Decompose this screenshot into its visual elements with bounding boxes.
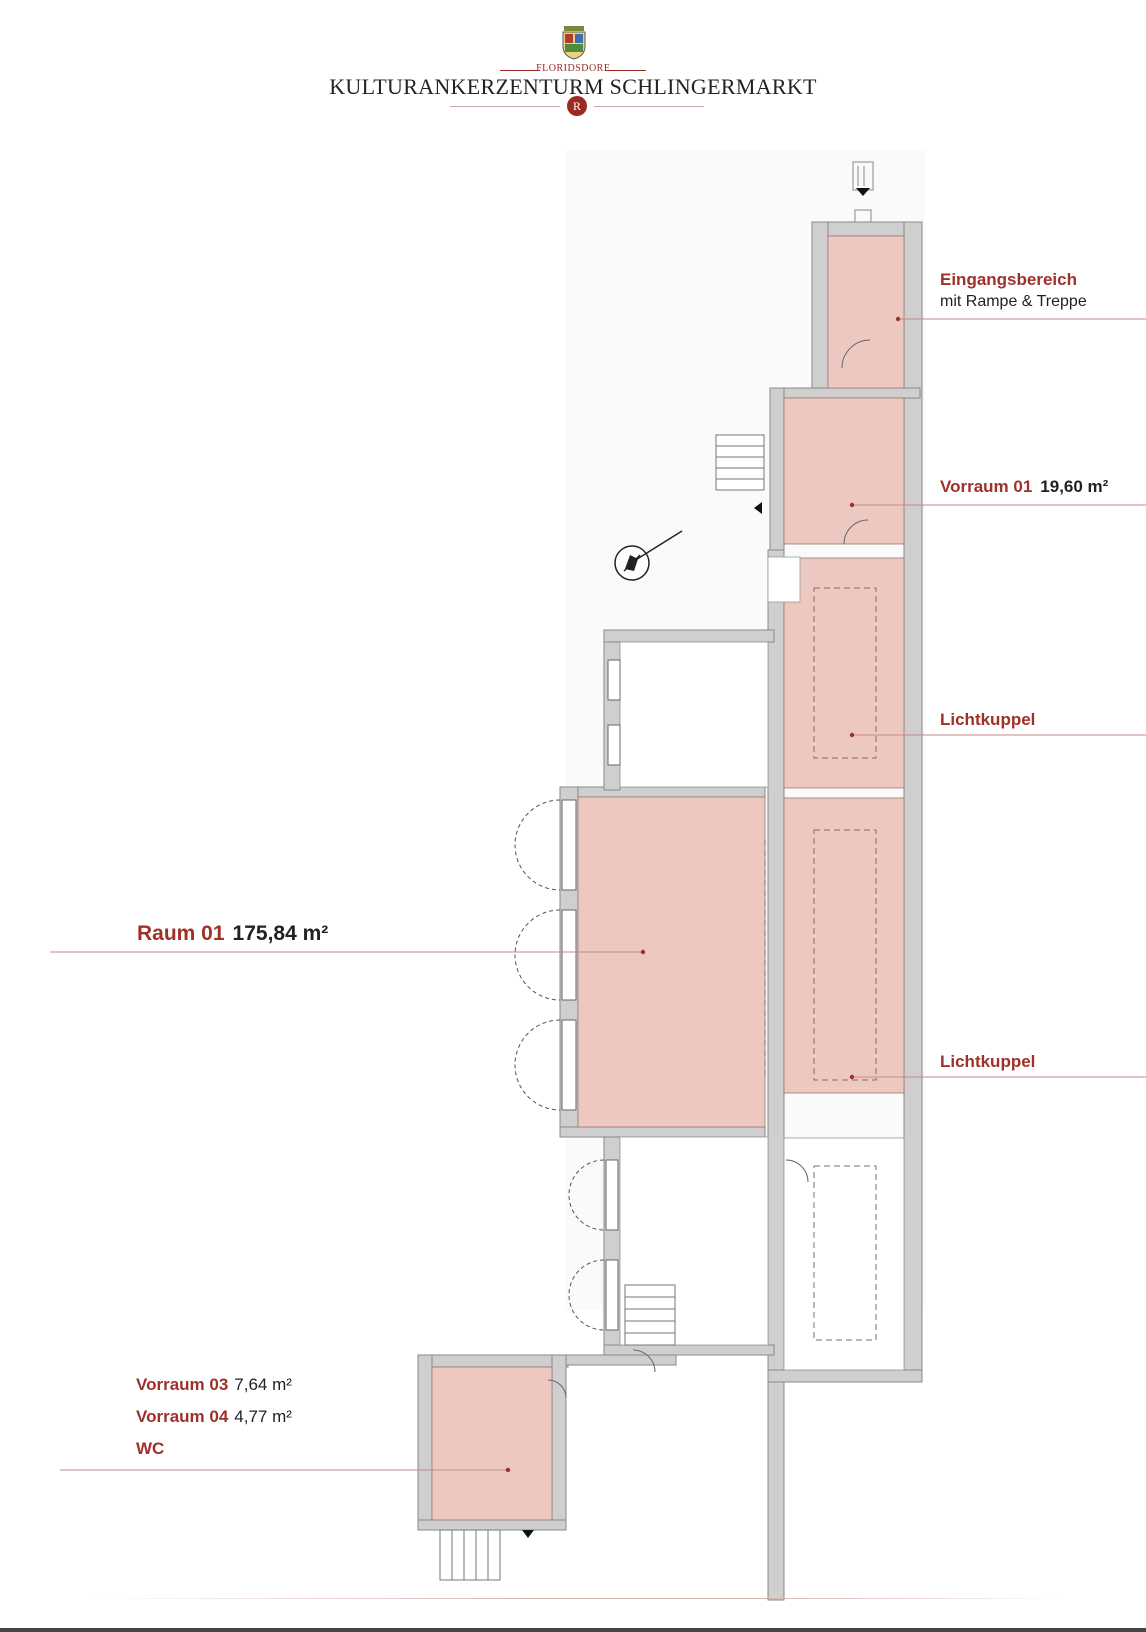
- label-lichtkuppel-1: Lichtkuppel: [940, 710, 1035, 730]
- label-vorraum-04: Vorraum 04 4,77 m²: [136, 1407, 292, 1427]
- label-lichtkuppel-2: Lichtkuppel: [940, 1052, 1035, 1072]
- label-wc: WC: [136, 1439, 164, 1459]
- eingang-name: Eingangsbereich: [940, 270, 1077, 289]
- raum01-area: 175,84 m²: [232, 922, 329, 945]
- stairs: [439, 434, 765, 1581]
- label-vorraum-01: Vorraum 01 19,60 m²: [940, 477, 1108, 497]
- side-entrance-arrow-icon: [754, 502, 762, 514]
- north-arrow-icon: [614, 530, 683, 581]
- label-raum-01: Raum 01 175,84 m²: [137, 922, 328, 946]
- room-raum-01: [577, 796, 766, 1128]
- venue-title: KULTURANKERZENTURM SCHLINGERMARKT: [329, 74, 817, 99]
- vorraum04-name: Vorraum 04: [136, 1407, 229, 1426]
- skylight-outlines: [764, 587, 877, 1341]
- vorraum04-area: 4,77 m²: [234, 1407, 292, 1426]
- label-vorraum-03: Vorraum 03 7,64 m²: [136, 1375, 292, 1395]
- badge-rule-left: [450, 106, 560, 107]
- footer-bar: [0, 1628, 1146, 1632]
- door-swings: [547, 339, 871, 1399]
- empty-rooms: [619, 556, 905, 1371]
- badge-logo: R: [567, 96, 587, 116]
- lichtkuppel1-name: Lichtkuppel: [940, 710, 1036, 729]
- header-rule-right: [606, 70, 646, 71]
- lichtkuppel2-name: Lichtkuppel: [940, 1052, 1036, 1071]
- vorraum01-area: 19,60 m²: [1040, 477, 1109, 496]
- leader-lines: [50, 318, 1146, 1471]
- room-vorraum-wc: [431, 1366, 553, 1521]
- room-vorraum-01: [783, 397, 905, 545]
- leader-dots: [505, 316, 901, 1473]
- header-rule-left: [500, 70, 540, 71]
- window-frames: [561, 659, 621, 1331]
- header: FLORIDSDORF KULTURANKERZENTURM SCHLINGER…: [0, 0, 1146, 120]
- rear-entrance-arrow-icon: [522, 1530, 534, 1538]
- room-lichtkuppel-1: [783, 557, 905, 789]
- vorraum01-name: Vorraum 01: [940, 477, 1033, 496]
- district-name: FLORIDSDORF: [536, 63, 610, 74]
- coat-of-arms-icon: [562, 26, 586, 60]
- label-eingangsbereich: Eingangsbereich: [940, 270, 1077, 290]
- bottom-rule: [90, 1598, 1065, 1599]
- vorraum03-area: 7,64 m²: [234, 1375, 292, 1394]
- entrance-arrow-icon: [856, 188, 870, 196]
- window-arcs: [514, 799, 605, 1331]
- vorraum03-name: Vorraum 03: [136, 1375, 229, 1394]
- room-eingang: [827, 235, 905, 389]
- label-eingang-desc: mit Rampe & Treppe: [940, 293, 1087, 310]
- badge-rule-right: [594, 106, 704, 107]
- raum01-name: Raum 01: [137, 922, 225, 945]
- room-fills: [431, 235, 905, 1521]
- room-lichtkuppel-2: [783, 797, 905, 1094]
- wc-name: WC: [136, 1439, 165, 1458]
